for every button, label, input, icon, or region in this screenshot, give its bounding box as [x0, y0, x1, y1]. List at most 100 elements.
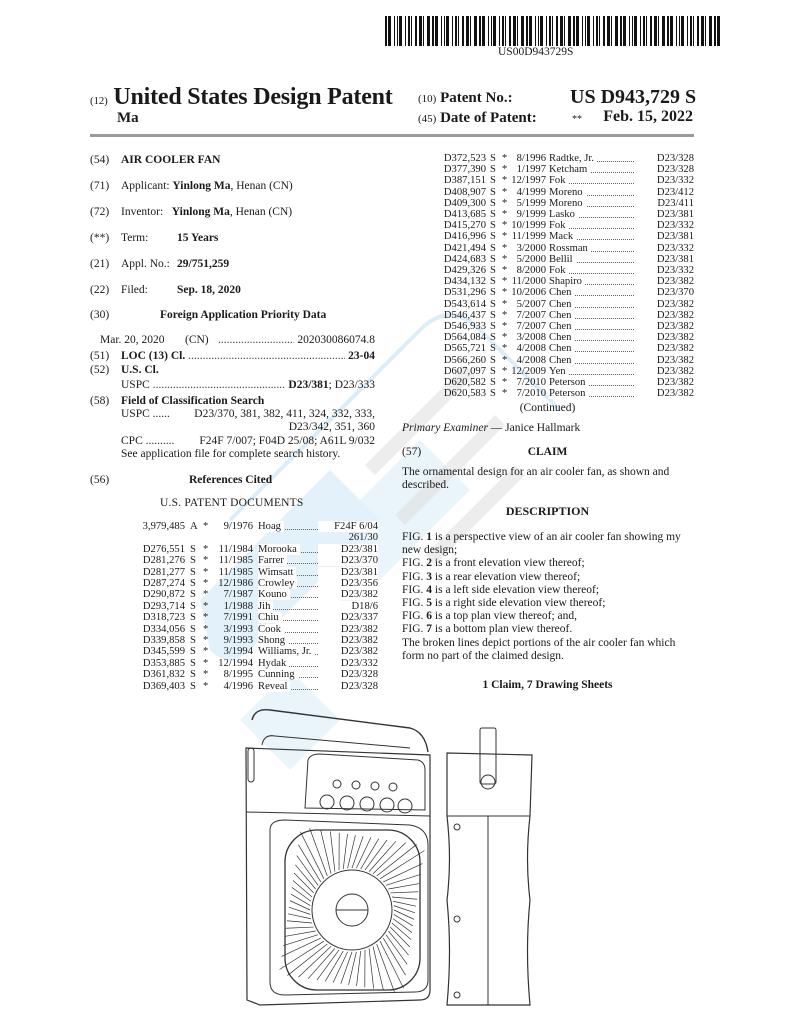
- leader-dots: [260, 521, 332, 530]
- barcode-bar: [693, 16, 694, 46]
- barcode-bar: [599, 16, 600, 46]
- barcode-bar: [502, 16, 504, 46]
- search-uspc-2: D23/342, 351, 360: [288, 421, 375, 433]
- leader-dots: [551, 332, 648, 342]
- type-code: (12): [90, 95, 108, 107]
- priority-code: (30): [90, 309, 110, 321]
- grille-spoke: [279, 940, 325, 970]
- reference-inventor: Moreno: [549, 186, 586, 198]
- grille-spoke: [291, 887, 312, 902]
- grille-spoke: [388, 930, 409, 956]
- reference-kind: S: [190, 635, 196, 646]
- reference-number: D429,326: [443, 265, 486, 276]
- reference-kind: S: [190, 543, 196, 555]
- barcode-bar: [549, 16, 551, 46]
- reference-number: D415,270: [443, 220, 486, 232]
- loc-label: LOC (13) Cl.: [121, 350, 186, 362]
- reference-kind: S: [190, 623, 196, 635]
- reference-cited-flag: *: [203, 566, 209, 578]
- reference-date: 12/1994: [218, 657, 253, 669]
- leader-dots: [551, 187, 648, 196]
- reference-number: D276,551: [142, 543, 185, 555]
- reference-date: 4/1999: [516, 186, 546, 198]
- barcode-bar: [714, 16, 716, 46]
- reference-inventor: Shong: [258, 635, 289, 646]
- reference-number: D281,276: [142, 555, 185, 567]
- grille-spoke: [293, 872, 314, 894]
- grille-spoke: [383, 863, 423, 883]
- leader-dots: [551, 198, 648, 207]
- reference-date: 9/1976: [223, 521, 253, 532]
- leader-dots: [260, 681, 332, 690]
- claim-code: (57): [402, 446, 422, 458]
- barcode-bar: [709, 16, 712, 46]
- reference-kind: S: [490, 321, 496, 332]
- reference-number: D318,723: [142, 612, 185, 624]
- description-fig: 2: [426, 557, 433, 570]
- grille-spoke: [281, 937, 321, 957]
- loc-value: 23-04: [348, 350, 375, 362]
- search-cpc-label: CPC ..........: [121, 435, 175, 447]
- reference-class: D23/356: [318, 578, 378, 589]
- reference-cited-flag: *: [502, 377, 508, 388]
- barcode-bar: [650, 16, 652, 46]
- reference-class: D23/382: [318, 623, 378, 635]
- reference-cited-flag: *: [502, 354, 508, 366]
- barcode-bar: [681, 16, 684, 46]
- description-pre: FIG.: [402, 610, 427, 623]
- reference-inventor: Moreno: [549, 197, 586, 209]
- description-post: is a left side elevation view thereof;: [432, 583, 600, 596]
- reference-cited-flag: *: [203, 521, 209, 532]
- date-stars: **: [572, 114, 582, 125]
- grille-spoke: [298, 844, 322, 883]
- grille-spoke: [368, 841, 397, 872]
- reference-date: 11/1999: [511, 231, 546, 243]
- grille-spoke: [356, 951, 362, 987]
- barcode-bar: [623, 16, 626, 46]
- grille-spoke: [382, 937, 406, 976]
- reference-inventor: Williams, Jr.: [258, 646, 315, 658]
- reference-inventor: Reveal: [258, 680, 291, 692]
- reference-number: D345,599: [142, 646, 185, 658]
- continued-note: (Continued): [519, 402, 576, 414]
- barcode-bar: [573, 16, 575, 46]
- loc-entry: LOC (13) Cl. 23-04: [121, 350, 375, 362]
- reference-cited-flag: *: [502, 153, 508, 164]
- reference-number: D421,494: [443, 242, 486, 254]
- front-view: [245, 709, 431, 1006]
- reference-class: D23/328: [634, 164, 694, 176]
- description-fig: 5: [426, 597, 433, 609]
- grille-spoke: [368, 948, 375, 989]
- invention-title: AIR COOLER FAN: [121, 154, 221, 166]
- reference-cited-flag: *: [502, 164, 508, 176]
- reference-kind: S: [190, 600, 196, 612]
- filed-label: Filed:: [121, 284, 148, 296]
- reference-date: 5/2000: [516, 253, 546, 265]
- patent-number-label-text: Patent No.:: [440, 90, 513, 106]
- reference-date: 12/1986: [218, 578, 253, 589]
- barcode-bar: [667, 16, 669, 46]
- leader-dots: [551, 321, 648, 330]
- reference-inventor: Crowley: [258, 578, 298, 589]
- leader-dots: [551, 175, 648, 185]
- grille-spoke: [347, 835, 356, 869]
- applicant-label: Applicant:: [121, 180, 170, 192]
- reference-cited-flag: *: [203, 657, 209, 669]
- grille-spoke: [290, 893, 311, 906]
- reference-date: 11/1984: [218, 543, 253, 555]
- leader-dots: [260, 658, 332, 667]
- grille-spoke: [316, 949, 340, 981]
- reference-inventor: Shapiro: [549, 276, 585, 288]
- description-pre: FIG.: [402, 557, 427, 570]
- applicant-name: Yinlong Ma: [172, 180, 231, 192]
- reference-date: 1/1997: [516, 164, 546, 176]
- grille-spoke: [287, 913, 311, 920]
- reference-inventor: Jih: [258, 600, 274, 612]
- claim-text-2: described.: [402, 479, 449, 491]
- description-line: FIG. 3 is a rear elevation view thereof;: [402, 571, 580, 583]
- grille-spoke: [379, 941, 404, 989]
